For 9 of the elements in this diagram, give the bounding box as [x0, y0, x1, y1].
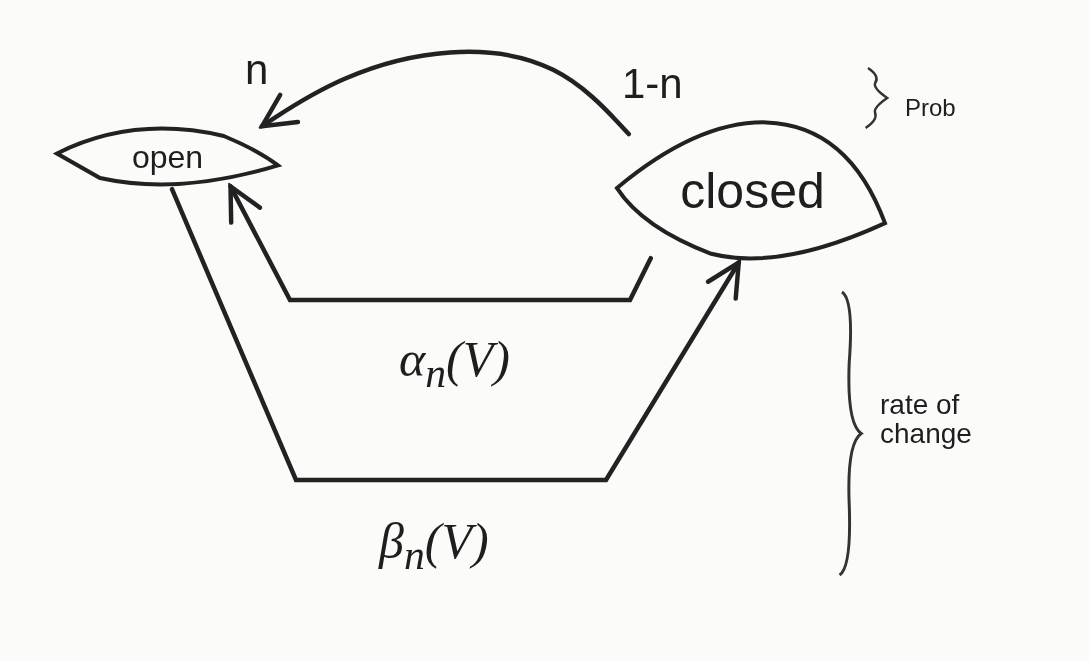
arrow — [228, 184, 653, 303]
annotation-text: rate of change — [880, 390, 973, 449]
arrow — [169, 186, 741, 483]
arrow — [259, 49, 631, 137]
annotation-text: 1-n — [622, 62, 683, 107]
annotation-text: Prob — [905, 95, 956, 121]
state-label: closed — [680, 162, 825, 220]
state-label: open — [131, 138, 204, 176]
annotation-text: n — [245, 48, 269, 93]
